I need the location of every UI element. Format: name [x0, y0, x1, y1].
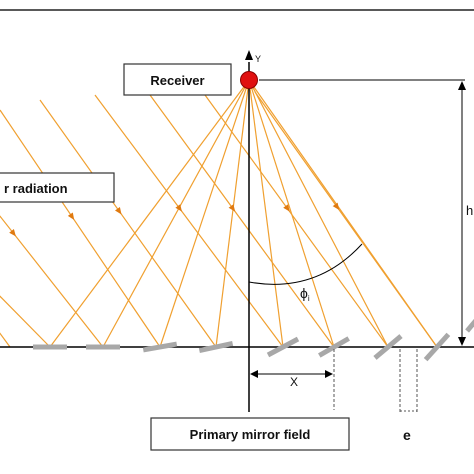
receiver-label: Receiver: [150, 73, 204, 88]
mirror: [142, 341, 178, 353]
solar-radiation-label-frame: [0, 172, 115, 203]
mirror: [33, 344, 67, 350]
reflected-ray: [159, 79, 250, 348]
incoming-ray: [149, 94, 335, 348]
receiver-label-frame: [123, 63, 232, 96]
mirror: [266, 336, 300, 358]
primary-mirror-field-label-frame: [150, 417, 350, 451]
reflected-ray: [248, 79, 284, 348]
x-dim-arrow-left-icon: [250, 370, 258, 378]
incoming-ray: [39, 99, 217, 348]
phi-label: ϕi: [300, 285, 310, 303]
mirror: [198, 341, 234, 353]
incoming-ray: [0, 295, 51, 348]
incoming-ray: [94, 94, 284, 348]
reflected-ray: [248, 79, 389, 348]
incoming-ray: [204, 94, 389, 348]
y-axis-arrow-icon: [245, 50, 253, 60]
ray-arrow-icon: [228, 204, 236, 212]
reflected-ray: [49, 79, 250, 348]
ray-arrow-icon: [67, 212, 75, 221]
mirror-row: [33, 303, 474, 362]
ray-arrow-icon: [283, 204, 290, 212]
receiver-label-box: Receiver: [123, 63, 232, 96]
ray-arrow-icon: [175, 204, 182, 212]
mirror: [465, 303, 474, 333]
reflected-ray: [102, 79, 250, 348]
height-arrow-top-icon: [458, 81, 466, 90]
primary-mirror-field-label-box: Primary mirror field: [150, 417, 350, 451]
reflected-ray: [248, 79, 335, 348]
ray-arrows: [9, 202, 340, 237]
primary-mirror-field-label: Primary mirror field: [190, 427, 311, 442]
reflected-ray: [215, 79, 250, 348]
ray-arrow-icon: [9, 228, 16, 237]
ray-arrow-icon: [332, 202, 340, 211]
mirror: [86, 344, 120, 350]
e-label: e: [403, 427, 411, 443]
reflected-rays: [49, 79, 438, 348]
height-label: h: [466, 203, 473, 218]
ray-arrow-icon: [115, 207, 122, 215]
mirror: [318, 336, 350, 358]
x-label: X: [290, 375, 298, 389]
phi-symbol: ϕ: [300, 285, 308, 301]
incoming-rays: [0, 91, 438, 348]
x-dim-arrow-right-icon: [325, 370, 333, 378]
incoming-ray: [0, 109, 161, 348]
incidence-angle-arc: [248, 243, 363, 285]
solar-radiation-label: r radiation: [4, 181, 68, 196]
phi-subscript: i: [308, 294, 310, 303]
receiver-icon: [240, 71, 258, 89]
height-arrow-bottom-icon: [458, 337, 466, 346]
reflected-ray: [248, 79, 438, 348]
solar-radiation-label-box: r radiation: [0, 172, 115, 203]
mirror: [373, 334, 403, 360]
y-axis-label: Y: [255, 54, 261, 64]
mirror: [423, 332, 451, 362]
incoming-ray: [0, 215, 104, 348]
